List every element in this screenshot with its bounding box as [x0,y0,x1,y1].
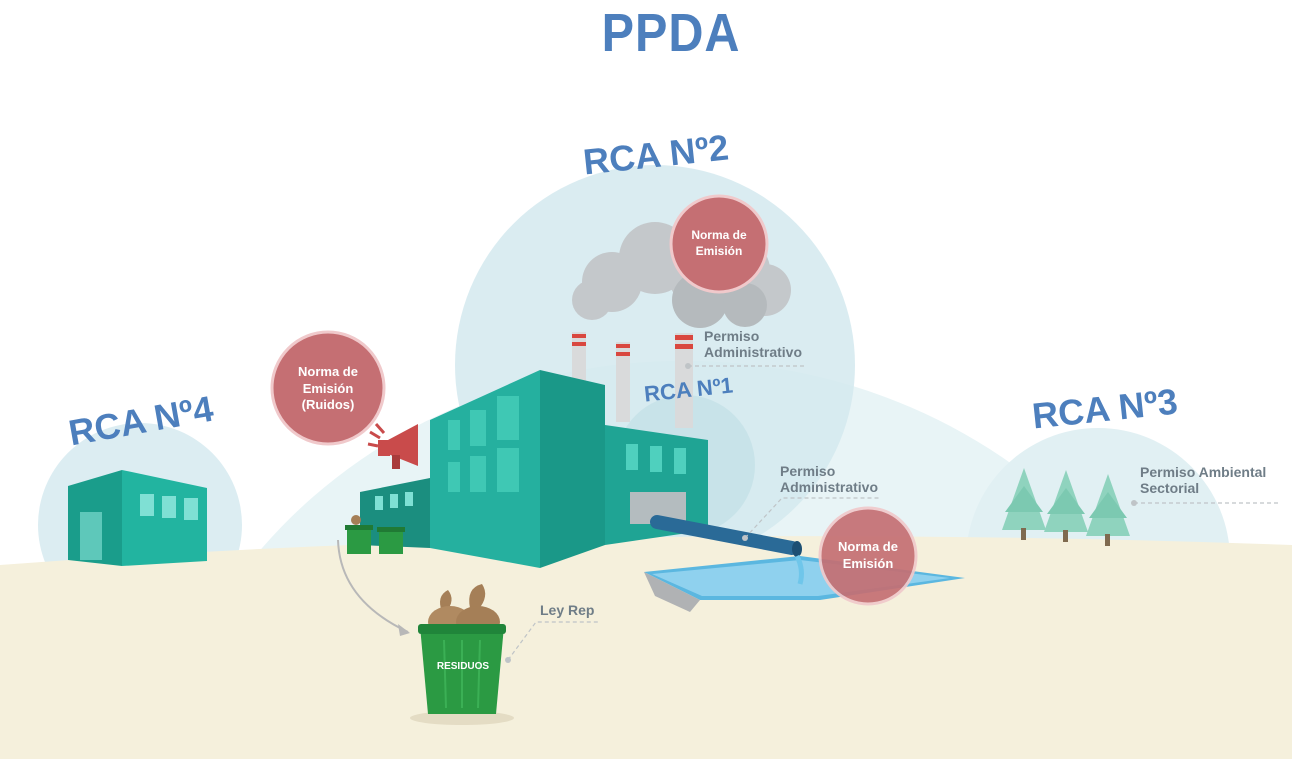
emission-badge-smoke-circle [669,194,769,294]
waste-arrow [337,539,409,633]
emission-badge-water-line2: Emisión [842,556,894,571]
permit-sectoral-line1: Permiso Ambiental [1140,464,1267,480]
permit-admin-top-note: Permiso Administrativo [704,328,802,360]
permit-admin-pipe-line2: Administrativo [780,479,879,496]
megaphone-icon [367,423,418,469]
waste-arrow-head [398,624,410,636]
emission-badge-water: Norma de Emisión [825,528,911,584]
emission-badge-noise: Norma de Emisión (Ruidos) [278,354,378,424]
waste-bin [410,584,514,725]
trees [1002,468,1130,546]
ground [0,536,1292,759]
ppda-title: PPDA [601,3,741,63]
emission-badge-noise-circle [270,330,386,446]
waste-bin-label: RESIDUOS [436,661,490,672]
emission-badge-noise-line2: Emisión [302,380,354,396]
emission-badge-water-line1: Norma de [838,539,898,555]
emission-badge-smoke-line1: Norma de [691,228,747,243]
permit-admin-top-line1: Permiso [704,328,760,344]
small-trash-bins [345,515,405,554]
factory [360,370,708,568]
leader-dots [505,363,1137,663]
emission-badge-smoke: Norma de Emisión [676,212,762,276]
permit-admin-pipe-note: Permiso Administrativo [780,463,878,495]
permit-admin-pipe-line1: Permiso [780,463,836,479]
emission-badge-water-circle [818,506,918,606]
emission-badge-smoke-line2: Emisión [695,244,743,258]
permit-admin-top-line2: Administrativo [704,344,803,361]
discharge-pipe [650,515,804,585]
leader-lines [507,365,1278,661]
permit-sectoral-line2: Sectorial [1140,480,1200,497]
rca4-building [68,470,207,566]
chimneys [572,332,693,428]
ley-rep-note: Ley Rep [540,602,595,618]
emission-badge-noise-line1: Norma de [298,363,358,379]
permit-sectoral-note: Permiso Ambiental Sectorial [1140,464,1266,496]
emission-badge-noise-line3: (Ruidos) [301,397,355,413]
